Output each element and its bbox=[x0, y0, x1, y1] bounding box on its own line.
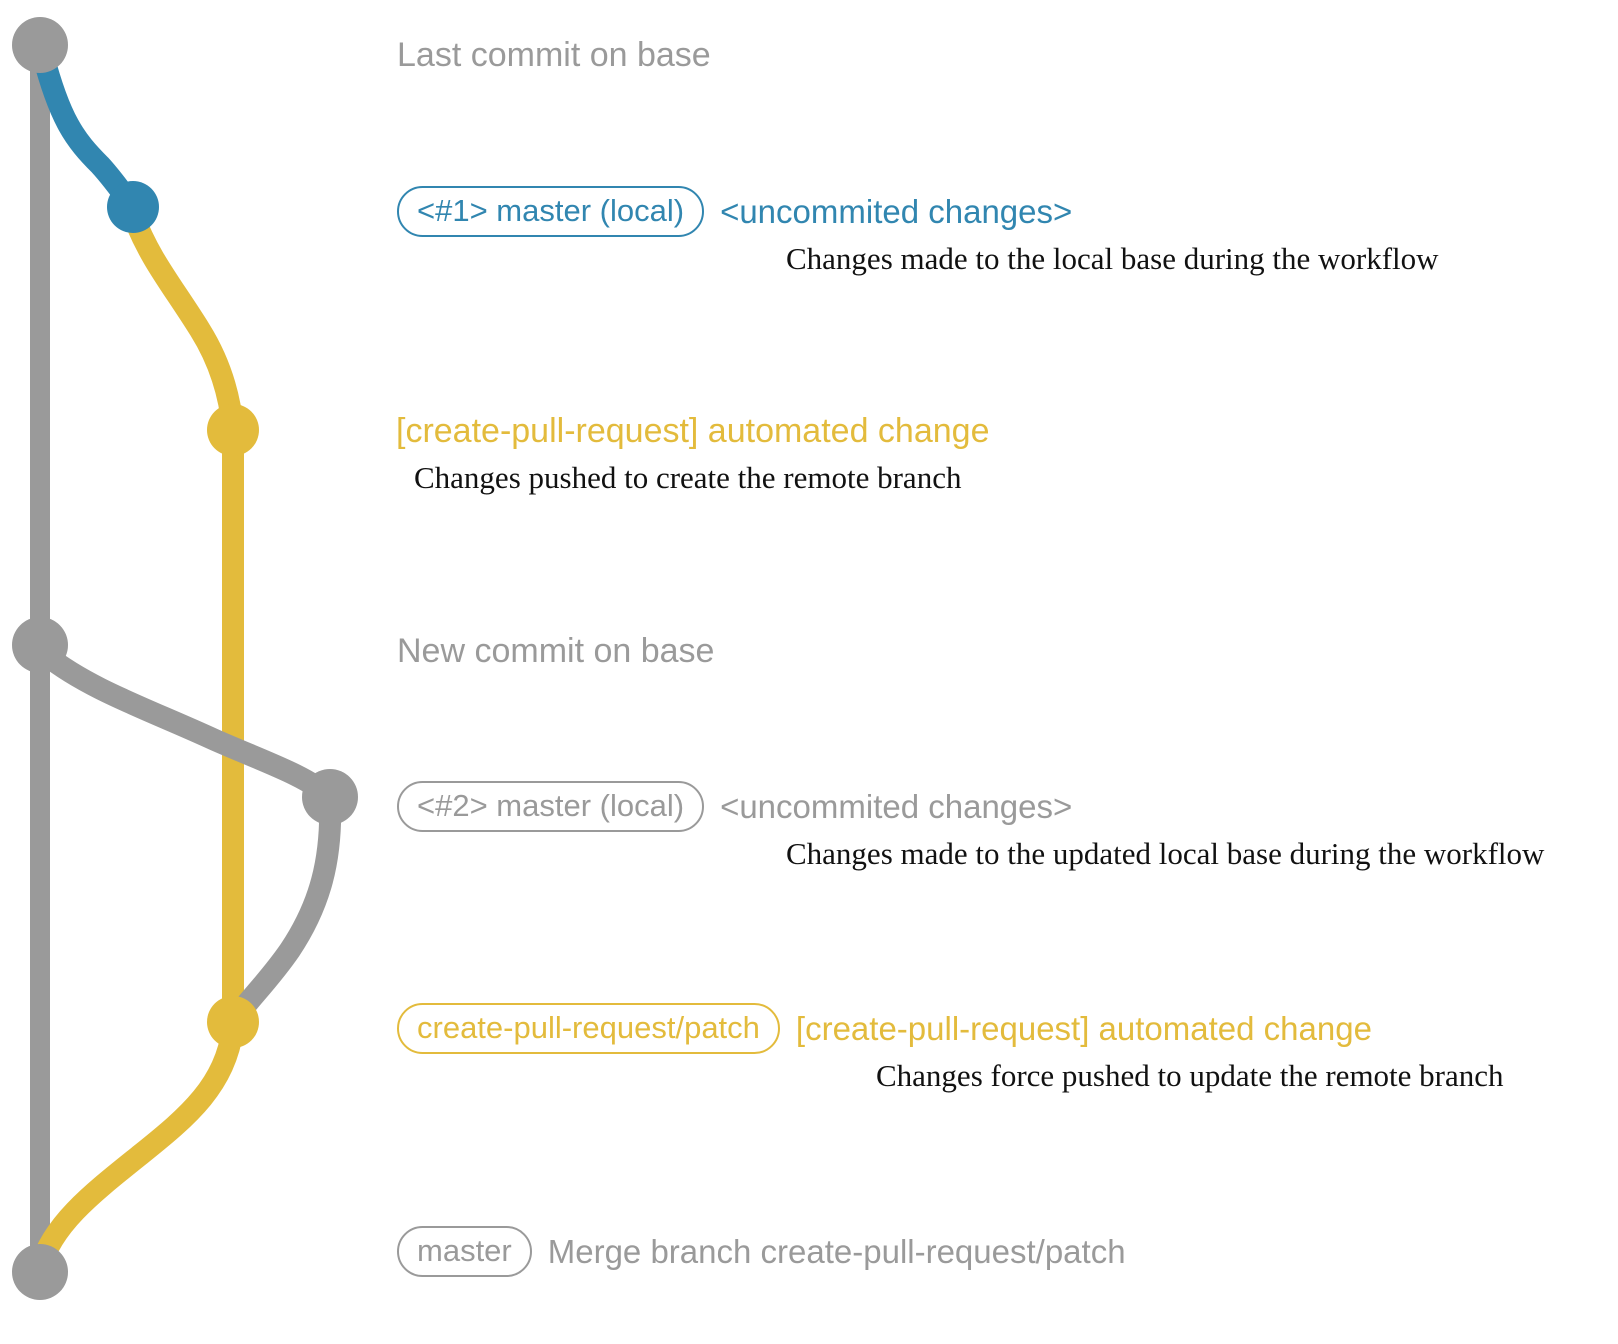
message-merge-commit: Merge branch create-pull-request/patch bbox=[547, 1233, 1126, 1270]
remote-branch-node-1 bbox=[207, 404, 259, 456]
row-master-local-2: <#2> master (local) <uncommited changes> bbox=[397, 781, 1072, 832]
description-master-local-2: Changes made to the updated local base d… bbox=[786, 836, 1545, 871]
remote-branch-line-1 bbox=[122, 204, 244, 441]
local-branch-line-2 bbox=[35, 644, 341, 808]
git-graph bbox=[12, 17, 358, 1300]
headline-new-commit-on-base: New commit on base bbox=[397, 632, 715, 670]
badge-master[interactable]: master bbox=[397, 1226, 532, 1277]
message-master-local-2: <uncommited changes> bbox=[720, 788, 1073, 825]
row-automated-change-2: create-pull-request/patch [create-pull-r… bbox=[397, 1003, 1372, 1054]
local-change-node-1 bbox=[107, 181, 159, 233]
badge-create-pull-request-patch[interactable]: create-pull-request/patch bbox=[397, 1003, 780, 1054]
message-master-local-1: <uncommited changes> bbox=[720, 193, 1073, 230]
row-merge-commit: master Merge branch create-pull-request/… bbox=[397, 1226, 1126, 1277]
badge-master-local-2[interactable]: <#2> master (local) bbox=[397, 781, 705, 832]
local-to-remote-line-2 bbox=[222, 789, 342, 1033]
base-new-commit-node bbox=[12, 617, 68, 673]
merge-line bbox=[29, 1017, 244, 1279]
headline-last-commit-on-base: Last commit on base bbox=[397, 36, 711, 74]
remote-branch-node-2 bbox=[207, 996, 259, 1048]
description-master-local-1: Changes made to the local base during th… bbox=[786, 241, 1439, 276]
local-change-node-2 bbox=[302, 769, 358, 825]
merge-node bbox=[12, 1244, 68, 1300]
row-master-local-1: <#1> master (local) <uncommited changes> bbox=[397, 186, 1072, 237]
description-automated-change-2: Changes force pushed to update the remot… bbox=[876, 1058, 1504, 1093]
description-automated-change-1: Changes pushed to create the remote bran… bbox=[414, 460, 962, 495]
base-head-node bbox=[12, 17, 68, 73]
message-automated-change-2: [create-pull-request] automated change bbox=[795, 1010, 1372, 1047]
badge-master-local-1[interactable]: <#1> master (local) bbox=[397, 186, 705, 237]
local-branch-line-1 bbox=[32, 44, 144, 218]
headline-automated-change-1: [create-pull-request] automated change bbox=[396, 412, 990, 450]
